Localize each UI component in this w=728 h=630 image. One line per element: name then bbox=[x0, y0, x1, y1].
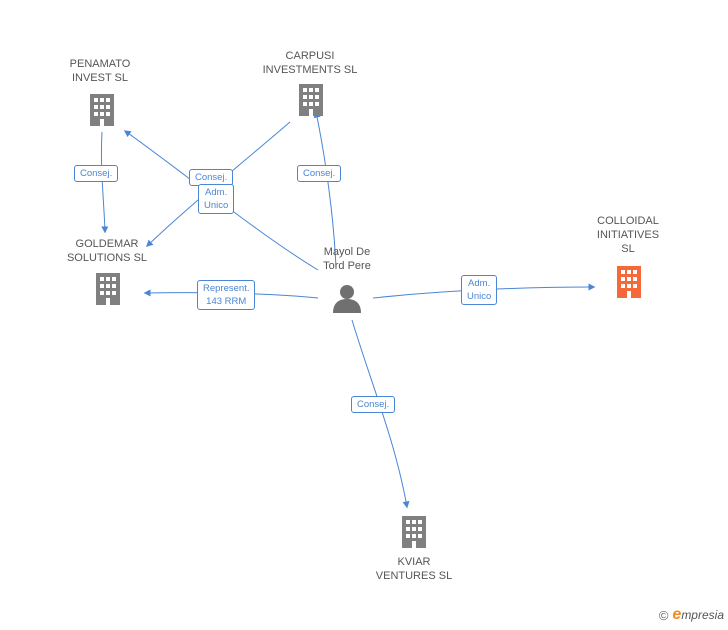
building-icon bbox=[402, 516, 426, 548]
building-icon bbox=[299, 84, 323, 116]
node-carpusi-label[interactable]: CARPUSI INVESTMENTS SL bbox=[262, 50, 358, 76]
edge-label-consej-carpusi: Consej. bbox=[297, 165, 342, 182]
building-icon-highlight bbox=[617, 266, 641, 298]
edge-person-carpusi bbox=[313, 110, 337, 269]
building-icon bbox=[90, 94, 114, 126]
node-person-label[interactable]: Mayol De Tord Pere bbox=[323, 246, 371, 272]
edge-label-consej-kviar: Consej. bbox=[351, 396, 396, 413]
copyright-symbol: © bbox=[658, 607, 669, 623]
edge-label-adm-unico-colloidal: Adm. Unico bbox=[461, 275, 498, 305]
edge-label-represent: Represent. 143 RRM bbox=[197, 280, 256, 310]
node-colloidal-label[interactable]: COLLOIDAL INITIATIVES SL bbox=[596, 215, 660, 255]
edge-label-adm-unico-top: Adm. Unico bbox=[198, 184, 235, 214]
building-icon bbox=[96, 273, 120, 305]
brand-logo: empresia bbox=[672, 606, 724, 623]
edge-label-consej-penamato: Consej. bbox=[74, 165, 119, 182]
edge-penamato-goldemar bbox=[100, 131, 109, 234]
node-penamato-label[interactable]: PENAMATO INVEST SL bbox=[69, 58, 131, 84]
brand-watermark: © empresia bbox=[659, 606, 724, 624]
node-kviar-label[interactable]: KVIAR VENTURES SL bbox=[375, 556, 453, 582]
person-icon bbox=[333, 285, 361, 313]
edge-person-kviar bbox=[351, 319, 410, 509]
node-goldemar-label[interactable]: GOLDEMAR SOLUTIONS SL bbox=[66, 238, 148, 264]
